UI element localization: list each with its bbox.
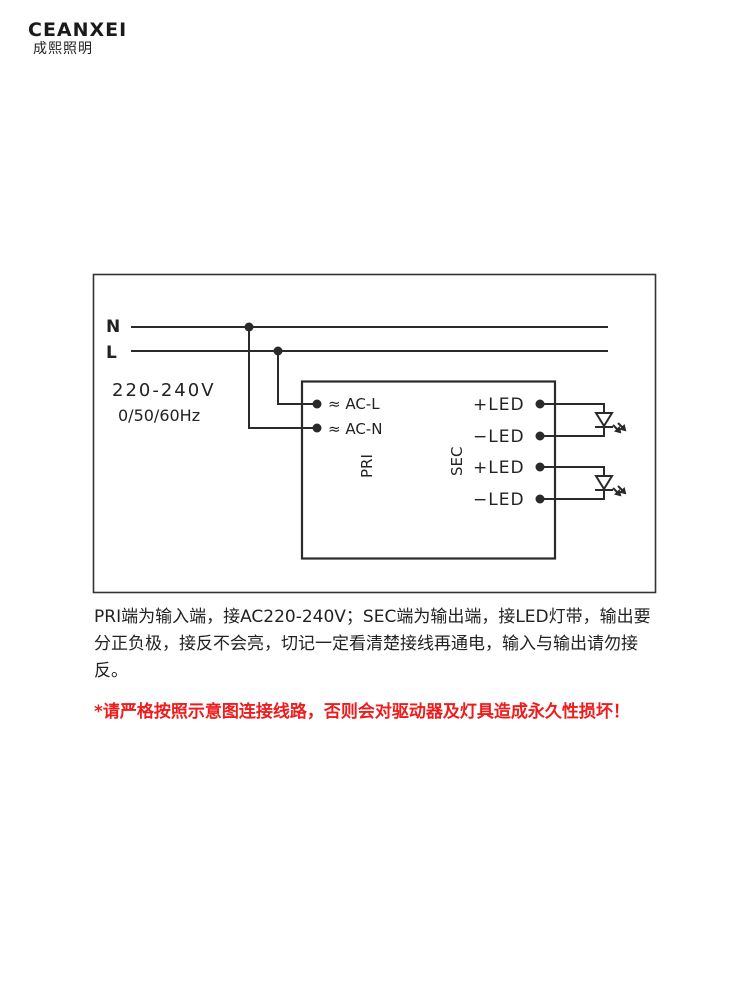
- wire-live-to-acl: [277, 351, 317, 405]
- secondary-label: SEC: [448, 447, 466, 476]
- output-led2-negative: −LED: [473, 490, 525, 510]
- output-led2-positive: +LED: [473, 458, 525, 478]
- brand-logo: CEANXEI 成熙照明: [28, 20, 138, 58]
- driver-box: [300, 380, 557, 560]
- logo-english: CEANXEI: [28, 19, 128, 41]
- input-acn-label: ≈ AC-N: [328, 420, 382, 438]
- output-led1-positive: +LED: [473, 395, 525, 415]
- led-icon: [594, 475, 627, 497]
- wire-neutral-to-acn: [248, 327, 317, 429]
- diagram-frame: [92, 273, 657, 594]
- input-acl-label: ≈ AC-L: [328, 395, 380, 413]
- junction-dots: [244, 322, 545, 504]
- wire-led2-positive: [540, 466, 605, 476]
- wiring-warning: *请严格按照示意图连接线路，否则会对驱动器及灯具造成永久性损坏！: [94, 702, 630, 722]
- primary-label: PRI: [358, 454, 376, 478]
- live-label: L: [106, 343, 117, 363]
- wire-led1-positive: [540, 403, 605, 413]
- wiring-description: PRI端为输入端，接AC220-240V；SEC端为输出端，接LED灯带，输出要…: [94, 607, 651, 681]
- wire-led1-negative: [540, 426, 605, 437]
- wire-led2-negative: [540, 489, 605, 500]
- frequency-label: 0/50/60Hz: [118, 406, 200, 425]
- neutral-label: N: [106, 317, 120, 337]
- output-led1-negative: −LED: [473, 427, 525, 447]
- voltage-label: 220-240V: [112, 380, 216, 401]
- logo-chinese: 成熙照明: [33, 41, 93, 57]
- led-icon: [594, 412, 627, 434]
